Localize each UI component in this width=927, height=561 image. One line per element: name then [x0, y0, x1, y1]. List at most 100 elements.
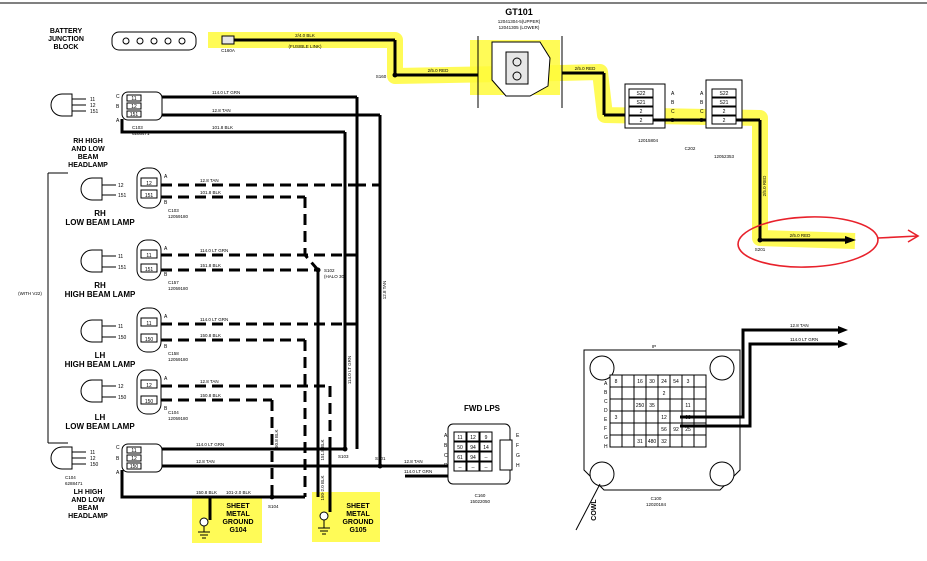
- svg-text:12.8 TAN: 12.8 TAN: [790, 323, 809, 328]
- svg-text:B: B: [164, 344, 168, 350]
- ip-cell: [621, 422, 635, 436]
- ip-cell: [645, 422, 659, 436]
- svg-text:114.0 LT GRN: 114.0 LT GRN: [200, 248, 228, 253]
- battery-junction-block[interactable]: BATTERY JUNCTION BLOCK C160A: [48, 28, 235, 53]
- ip-cell-label: 35: [649, 403, 655, 409]
- svg-text:B: B: [116, 104, 120, 110]
- ip-cell-label: 250: [636, 403, 645, 409]
- svg-text:RH: RH: [94, 281, 106, 290]
- svg-text:150.8 BLK: 150.8 BLK: [200, 333, 221, 338]
- svg-text:C: C: [116, 445, 120, 451]
- ip-cell-label: 12: [661, 415, 667, 421]
- svg-text:12.8 TAN: 12.8 TAN: [196, 459, 215, 464]
- rh-low-beam-lamp[interactable]: 12 151 12 151 A B C103 12059180 RH LOW B…: [65, 167, 355, 227]
- vertical-wire-runs[interactable]: 12.8 TAN 114.0 LT GRN 151.8 BLK 150.8 BL…: [208, 97, 387, 520]
- c202-label: C202: [685, 146, 696, 151]
- svg-text:C: C: [700, 109, 704, 115]
- svg-text:94: 94: [470, 445, 476, 451]
- svg-text:--: --: [484, 455, 488, 461]
- svg-text:151: 151: [118, 265, 127, 271]
- svg-text:B: B: [164, 200, 168, 206]
- svg-text:12: 12: [146, 383, 152, 389]
- svg-text:114.0 LT GRN: 114.0 LT GRN: [404, 469, 432, 474]
- svg-text:11: 11: [90, 97, 95, 103]
- svg-text:F: F: [604, 426, 607, 432]
- svg-text:A: A: [116, 118, 120, 124]
- svg-text:12059180: 12059180: [168, 214, 189, 219]
- lh-low-beam-lamp[interactable]: 12 150 12 150 A B C104 12059180 LH LOW B…: [65, 369, 330, 431]
- svg-text:61: 61: [457, 455, 463, 461]
- svg-text:150: 150: [118, 335, 127, 341]
- svg-text:12052353: 12052353: [714, 154, 735, 159]
- svg-text:94: 94: [470, 455, 476, 461]
- lh-headlamp-assembly[interactable]: 11 12 150 11 12 150 C B A C104 6288471 L…: [50, 442, 380, 520]
- svg-text:A: A: [164, 174, 168, 180]
- cowl-label: COWL: [591, 499, 598, 521]
- svg-text:2/5.0 RED: 2/5.0 RED: [762, 175, 767, 197]
- s201-wire-label: 2/5.0 RED: [790, 233, 812, 238]
- svg-text:11: 11: [457, 435, 462, 441]
- ip-cell: [657, 398, 671, 412]
- fwd-lps-connector[interactable]: FWD LPS 12.8 TAN 114.0 LT GRN 11 12 9 50…: [380, 404, 520, 504]
- svg-text:150-2.0 BLK: 150-2.0 BLK: [320, 475, 325, 500]
- svg-text:RH: RH: [94, 209, 106, 218]
- svg-text:S22: S22: [637, 91, 646, 97]
- battery-label-1: BATTERY: [50, 28, 83, 35]
- svg-text:LH: LH: [95, 351, 106, 360]
- ip-cell-label: 16: [637, 379, 643, 385]
- svg-text:AND LOW: AND LOW: [71, 497, 105, 504]
- ground-g105[interactable]: SHEET METAL GROUND G105: [318, 503, 374, 535]
- s201-output[interactable]: S201 2/5.0 RED: [737, 215, 920, 270]
- svg-text:150: 150: [130, 464, 139, 470]
- rh-headlamp-assembly[interactable]: 11 12 151 11 12 151 C B A C103 6288471 R…: [50, 90, 380, 169]
- s102-splice[interactable]: S102 (HALO 30): [303, 197, 346, 279]
- svg-text:A: A: [671, 91, 675, 97]
- svg-text:12059180: 12059180: [168, 357, 189, 362]
- ip-cell-label: 54: [673, 379, 679, 385]
- svg-text:C160: C160: [475, 493, 486, 498]
- ground-g104[interactable]: SHEET METAL GROUND G104: [198, 503, 254, 539]
- svg-text:S22: S22: [720, 91, 729, 97]
- svg-text:150: 150: [90, 462, 99, 468]
- svg-text:HIGH BEAM LAMP: HIGH BEAM LAMP: [65, 360, 136, 369]
- gt101-component[interactable]: GT101 12041304-5(UPPER) 12041305 (LOWER)…: [376, 7, 604, 108]
- svg-text:A: A: [164, 376, 168, 382]
- svg-text:G: G: [516, 453, 520, 459]
- svg-text:BEAM: BEAM: [78, 154, 99, 161]
- svg-text:12: 12: [118, 384, 124, 390]
- ip-cell: [669, 386, 683, 400]
- lh-high-beam-lamp[interactable]: 11 150 11 150 A B C158 12059180 LH HIGH …: [65, 307, 345, 369]
- ip-cell: [669, 434, 683, 448]
- svg-text:150: 150: [118, 395, 127, 401]
- svg-text:LOW BEAM LAMP: LOW BEAM LAMP: [65, 218, 135, 227]
- svg-text:150.8 BLK: 150.8 BLK: [274, 429, 279, 450]
- battery-terminal: [136, 37, 144, 45]
- ip-cell: [693, 398, 707, 412]
- svg-text:151: 151: [130, 112, 139, 118]
- svg-text:12015804: 12015804: [638, 138, 659, 143]
- svg-text:A: A: [164, 314, 168, 320]
- svg-text:D: D: [700, 118, 704, 124]
- svg-text:C: C: [444, 453, 448, 459]
- ip-cell: [609, 398, 623, 412]
- ip-cell: [633, 386, 647, 400]
- svg-text:A: A: [700, 91, 704, 97]
- riser-wire[interactable]: 2/5.0 RED: [736, 118, 767, 240]
- svg-text:LH: LH: [95, 413, 106, 422]
- ip-cell-label: 480: [648, 439, 657, 445]
- rh-high-beam-lamp[interactable]: 11 151 11 151 A B C157 12059180 RH HIGH …: [65, 239, 345, 299]
- svg-text:12.8 TAN: 12.8 TAN: [212, 108, 231, 113]
- ip-cell: [645, 410, 659, 424]
- fusible-link-wire[interactable]: 2/4.0 BLK (FUSIBLE LINK): [234, 33, 397, 74]
- svg-text:114.0 LT GRN: 114.0 LT GRN: [347, 356, 352, 384]
- svg-text:AND LOW: AND LOW: [71, 146, 105, 153]
- red-circle-annotation: [737, 216, 879, 268]
- svg-text:2: 2: [640, 109, 643, 115]
- battery-terminal: [178, 37, 186, 45]
- ip-cell: [669, 398, 683, 412]
- ip-cell-label: 24: [661, 379, 667, 385]
- svg-text:S21: S21: [637, 100, 646, 106]
